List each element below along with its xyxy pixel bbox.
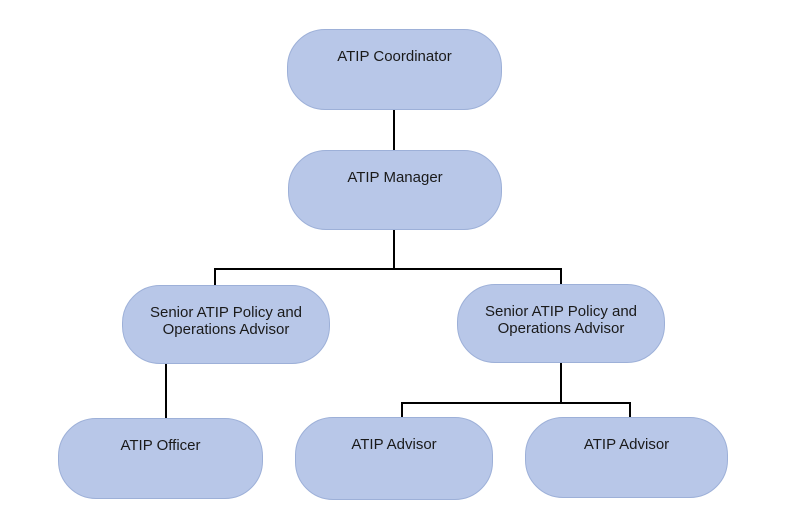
node-senior-atip-policy-operations-advisor-left: Senior ATIP Policy and Operations Adviso… bbox=[122, 285, 330, 364]
node-label: ATIP Advisor bbox=[351, 436, 437, 453]
node-atip-advisor-right: ATIP Advisor bbox=[525, 417, 728, 498]
connector-manager-crossbar bbox=[214, 268, 562, 270]
node-label: Senior ATIP Policy and Operations Adviso… bbox=[484, 303, 638, 337]
node-label: ATIP Advisor bbox=[583, 436, 670, 453]
node-label: ATIP Coordinator bbox=[337, 48, 452, 65]
connector-senior-right-crossbar bbox=[401, 402, 631, 404]
node-atip-coordinator: ATIP Coordinator bbox=[287, 29, 502, 110]
node-label: ATIP Manager bbox=[347, 169, 443, 186]
connector-drop-advisor-left bbox=[401, 402, 403, 418]
node-senior-atip-policy-operations-advisor-right: Senior ATIP Policy and Operations Adviso… bbox=[457, 284, 665, 363]
connector-manager-stem bbox=[393, 230, 395, 270]
connector-senior-left-officer bbox=[165, 364, 167, 418]
node-atip-advisor-left: ATIP Advisor bbox=[295, 417, 493, 500]
node-atip-officer: ATIP Officer bbox=[58, 418, 263, 499]
connector-drop-senior-right bbox=[560, 268, 562, 284]
node-label: Senior ATIP Policy and Operations Adviso… bbox=[149, 304, 303, 338]
connector-coordinator-manager bbox=[393, 110, 395, 150]
node-atip-manager: ATIP Manager bbox=[288, 150, 502, 230]
connector-drop-advisor-right bbox=[629, 402, 631, 418]
node-label: ATIP Officer bbox=[120, 437, 201, 454]
connector-senior-right-stem bbox=[560, 363, 562, 404]
connector-drop-senior-left bbox=[214, 268, 216, 285]
